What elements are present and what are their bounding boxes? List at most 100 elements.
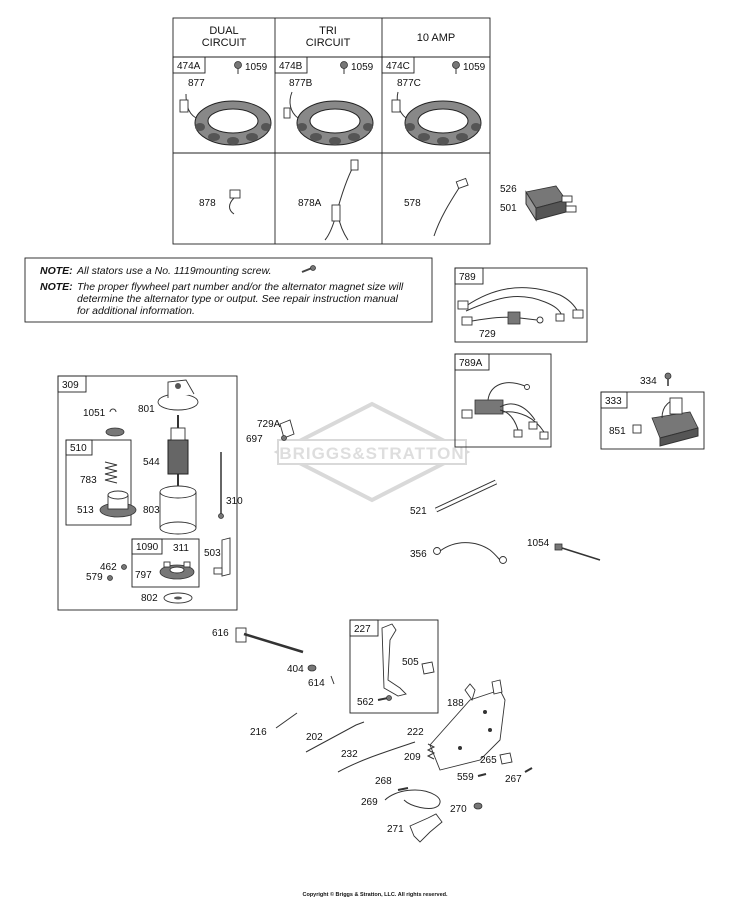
- note-2-line1: The proper flywheel part number and/or t…: [77, 281, 404, 293]
- note-2-line3: for additional information.: [77, 305, 195, 317]
- lever-227-box: 227 505 562: [349, 619, 439, 714]
- ignition-333-box: 333 851: [600, 391, 705, 450]
- note-prefix-1: NOTE:: [40, 265, 73, 277]
- label-1059-c: 1059: [463, 62, 486, 73]
- screw-icon: [452, 61, 460, 74]
- label-521: 521: [410, 506, 427, 517]
- notes-box: NOTE: All stators use a No. 1119mounting…: [24, 257, 433, 323]
- label-202: 202: [306, 732, 323, 743]
- shaft-616: [235, 627, 304, 654]
- label-216: 216: [250, 727, 267, 738]
- label-271: 271: [387, 824, 404, 835]
- label-851: 851: [609, 426, 626, 437]
- note-prefix-2: NOTE:: [40, 281, 73, 293]
- label-462: 462: [100, 562, 117, 573]
- frame-803: [159, 485, 197, 535]
- label-877: 877: [188, 78, 205, 89]
- label-270: 270: [450, 804, 467, 815]
- label-503: 503: [204, 548, 221, 559]
- bracket-729A: [279, 419, 295, 441]
- label-513: 513: [77, 505, 94, 516]
- stator-table: DUAL CIRCUIT TRI CIRCUIT 10 AMP 474A 474…: [172, 17, 491, 245]
- label-877C: 877C: [397, 78, 421, 89]
- label-474A: 474A: [177, 61, 201, 72]
- header-tri-line1: TRI: [319, 25, 337, 37]
- lead-578: [433, 177, 469, 237]
- note-1: All stators use a No. 1119mounting screw…: [76, 265, 272, 277]
- label-729A: 729A: [257, 419, 281, 430]
- tube-521: [434, 479, 498, 513]
- starter-309-box: 309 1051 801 510 783 513 544: [57, 375, 243, 611]
- header-tri-line2: CIRCUIT: [306, 37, 351, 49]
- screw-334-icon: [664, 372, 672, 386]
- label-878A: 878A: [298, 198, 322, 209]
- harness-789-box: 789 729: [454, 267, 588, 343]
- label-526: 526: [500, 184, 517, 195]
- label-309: 309: [62, 380, 79, 391]
- note-2-line2: determine the alternator type or output.…: [77, 293, 399, 305]
- spring-783: [104, 461, 118, 484]
- label-232: 232: [341, 749, 358, 760]
- harness-789A-box: 789A: [454, 353, 552, 448]
- header-dual-line2: CIRCUIT: [202, 37, 247, 49]
- control-bracket-188: [429, 679, 506, 771]
- brush-plate-797: [159, 561, 195, 580]
- throttle-cable-269: [384, 787, 441, 809]
- label-310: 310: [226, 496, 243, 507]
- label-801: 801: [138, 404, 155, 415]
- label-616: 616: [212, 628, 229, 639]
- label-227: 227: [354, 624, 371, 635]
- label-267: 267: [505, 774, 522, 785]
- header-dual-line1: DUAL: [209, 25, 238, 37]
- label-1054: 1054: [527, 538, 550, 549]
- screw-icon: [234, 61, 242, 74]
- header-10amp: 10 AMP: [417, 32, 456, 44]
- label-789: 789: [459, 272, 476, 283]
- label-697: 697: [246, 434, 263, 445]
- label-474C: 474C: [386, 61, 410, 72]
- label-578: 578: [404, 198, 421, 209]
- lead-878: [229, 189, 241, 215]
- end-cap-801: [157, 379, 199, 411]
- label-404: 404: [287, 664, 304, 675]
- label-803: 803: [143, 505, 160, 516]
- screw-icon: [340, 61, 348, 74]
- armature-544: [167, 415, 189, 492]
- label-614: 614: [308, 678, 325, 689]
- label-729: 729: [479, 329, 496, 340]
- label-579: 579: [86, 572, 103, 583]
- label-265: 265: [480, 755, 497, 766]
- label-1051: 1051: [83, 408, 106, 419]
- label-878: 878: [199, 198, 216, 209]
- label-1090: 1090: [136, 542, 159, 553]
- label-356: 356: [410, 549, 427, 560]
- label-188: 188: [447, 698, 464, 709]
- label-544: 544: [143, 457, 160, 468]
- label-510: 510: [70, 443, 87, 454]
- label-222: 222: [407, 727, 424, 738]
- label-269: 269: [361, 797, 378, 808]
- label-789A: 789A: [459, 358, 483, 369]
- lead-878A: [324, 159, 359, 241]
- label-474B: 474B: [279, 61, 303, 72]
- gear-513: [99, 490, 137, 518]
- ground-wire-356: [433, 542, 507, 564]
- copyright-text: Copyright © Briggs & Stratton, LLC. All …: [302, 891, 448, 898]
- label-562: 562: [357, 697, 374, 708]
- label-505: 505: [402, 657, 419, 668]
- label-559: 559: [457, 772, 474, 783]
- label-501: 501: [500, 203, 517, 214]
- label-877B: 877B: [289, 78, 313, 89]
- label-1059-a: 1059: [245, 62, 268, 73]
- label-783: 783: [80, 475, 97, 486]
- cable-tie-1054: [554, 543, 601, 561]
- stator-ring-tri: [283, 91, 374, 146]
- label-311: 311: [173, 543, 189, 554]
- label-802: 802: [141, 593, 158, 604]
- label-334: 334: [640, 376, 657, 387]
- stator-ring-dual: [179, 93, 272, 146]
- watermark-logo: BRIGGS&STRATTON: [273, 401, 471, 503]
- stator-ring-10amp: [391, 91, 482, 146]
- label-1059-b: 1059: [351, 62, 374, 73]
- regulator-icon: [525, 185, 577, 222]
